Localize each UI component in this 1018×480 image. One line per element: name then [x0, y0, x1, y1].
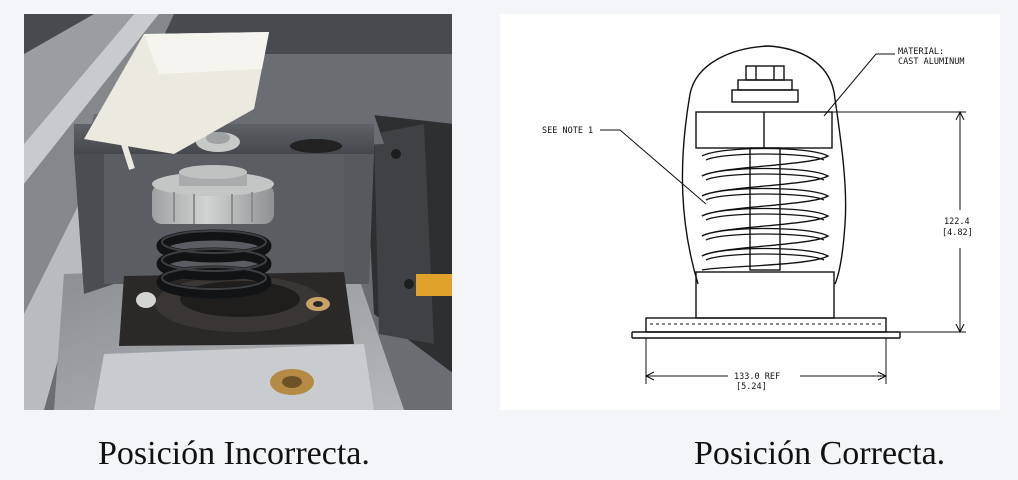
width-dimension-inches: [5.24] — [736, 382, 767, 392]
correct-position-drawing: MATERIAL: CAST ALUMINUM SEE NOTE 1 122.4… — [500, 14, 1000, 410]
incorrect-position-caption: Posición Incorrecta. — [98, 435, 370, 472]
height-dimension-inches: [4.82] — [942, 228, 973, 238]
housing-outline — [681, 45, 847, 285]
correct-position-caption: Posición Correcta. — [694, 435, 946, 472]
spring-coils — [701, 147, 830, 271]
width-dimension: 133.0 REF — [734, 372, 780, 382]
note-label: SEE NOTE 1 — [542, 126, 593, 136]
height-dimension: 122.4 — [944, 217, 970, 227]
spring-mount-drawing: MATERIAL: CAST ALUMINUM SEE NOTE 1 122.4… — [542, 45, 973, 392]
material-label: MATERIAL: — [898, 47, 944, 57]
material-type-label: CAST ALUMINUM — [898, 57, 965, 67]
incorrect-position-photo — [24, 14, 454, 410]
photo-illustration — [24, 14, 454, 410]
